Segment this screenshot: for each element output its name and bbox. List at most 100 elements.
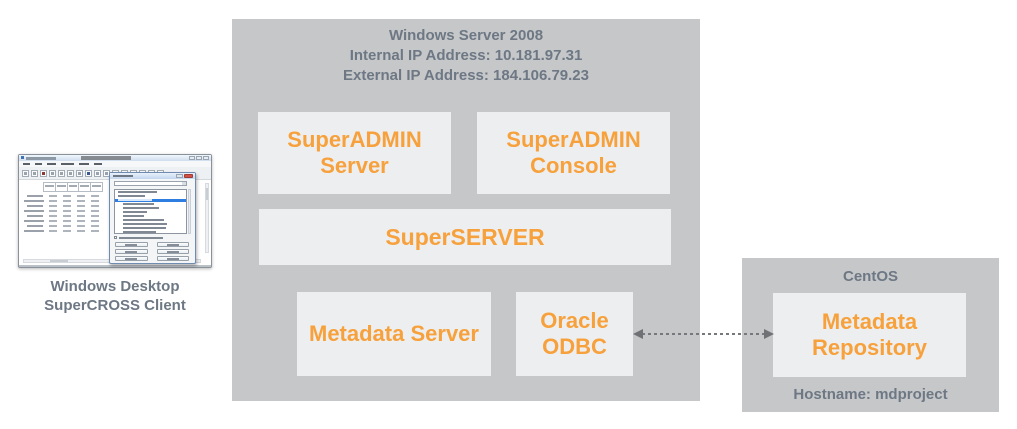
skeleton-item — [49, 220, 105, 222]
arrow-left-head-icon — [633, 329, 643, 339]
external-ip-label: External IP Address: 184.106.79.23 — [343, 67, 589, 84]
centos-container: CentOS Metadata Repository Hostname: mdp… — [742, 258, 999, 412]
skeleton-item — [115, 231, 186, 233]
skeleton-item — [115, 256, 148, 261]
metadata-server-box: Metadata Server — [297, 292, 491, 376]
skeleton-item — [49, 215, 105, 217]
dialog-list-scrollbar — [188, 189, 191, 234]
window-bottom-edge — [19, 265, 211, 267]
superserver-box: SuperSERVER — [259, 209, 671, 265]
metadata-repository-label: Metadata Repository — [812, 309, 927, 360]
vertical-scrollbar — [205, 183, 209, 253]
skeleton-item — [85, 169, 92, 177]
metadata-server-label: Metadata Server — [309, 321, 479, 346]
window-title-text — [26, 157, 56, 160]
skeleton-item — [22, 169, 29, 177]
skeleton-item — [40, 169, 47, 177]
dialog-dropdown — [114, 181, 187, 186]
skeleton-item — [49, 205, 105, 207]
arrow-right-head-icon — [764, 329, 774, 339]
skeleton-item — [94, 169, 101, 177]
superadmin-server-label: SuperADMIN Server — [287, 127, 422, 178]
skeleton-item — [27, 215, 43, 217]
scrollbar-thumb — [50, 260, 68, 262]
skeleton-item — [27, 195, 43, 197]
dialog-listbox — [114, 189, 187, 234]
centos-hostname: Hostname: mdproject — [793, 386, 948, 403]
client-caption-line1: Windows Desktop — [50, 278, 180, 295]
close-icon — [203, 156, 209, 160]
skeleton-item — [115, 215, 186, 218]
windows-server-header: Windows Server 2008 Internal IP Address:… — [232, 26, 700, 86]
skeleton-item — [115, 211, 186, 214]
skeleton-item — [115, 242, 148, 247]
skeleton-item — [115, 207, 186, 210]
skeleton-item — [23, 163, 30, 165]
skeleton-item — [115, 199, 186, 202]
dialog-checkbox-label — [119, 237, 163, 239]
oracle-odbc-box: Oracle ODBC — [516, 292, 633, 376]
skeleton-item — [55, 182, 68, 192]
dialog-minimize-icon — [176, 174, 183, 178]
skeleton-item — [79, 163, 89, 165]
internal-ip-label: Internal IP Address: 10.181.97.31 — [349, 47, 583, 64]
skeleton-item — [49, 195, 105, 197]
table-column-headers — [43, 182, 103, 192]
skeleton-item — [91, 182, 103, 192]
skeleton-item — [24, 220, 44, 222]
skeleton-item — [156, 242, 189, 247]
windows-server-title: Windows Server 2008 — [388, 27, 544, 44]
skeleton-item — [24, 210, 44, 212]
superadmin-console-box: SuperADMIN Console — [477, 112, 670, 194]
app-icon — [21, 156, 24, 159]
skeleton-item — [27, 205, 43, 207]
minimize-icon — [189, 156, 195, 160]
skeleton-item — [49, 225, 105, 227]
skeleton-item — [115, 227, 186, 230]
skeleton-item — [115, 195, 186, 198]
skeleton-item — [49, 230, 105, 232]
superadmin-console-label: SuperADMIN Console — [506, 127, 641, 178]
skeleton-item — [79, 182, 92, 192]
skeleton-item — [115, 249, 148, 254]
skeleton-item — [27, 225, 43, 227]
skeleton-item — [58, 169, 65, 177]
skeleton-item — [156, 256, 189, 261]
maximize-icon — [196, 156, 202, 160]
skeleton-item — [115, 203, 186, 206]
skeleton-item — [24, 200, 44, 202]
odbc-repository-connection — [642, 333, 765, 335]
window-control-icons — [189, 156, 209, 160]
dialog-close-icon — [184, 174, 193, 178]
dialog-buttons — [115, 242, 189, 261]
skeleton-item — [49, 200, 105, 202]
skeleton-item — [115, 223, 186, 226]
superserver-label: SuperSERVER — [385, 224, 545, 250]
oracle-odbc-label: Oracle ODBC — [540, 308, 609, 359]
client-caption: Windows Desktop SuperCROSS Client — [0, 277, 230, 315]
skeleton-item — [156, 249, 189, 254]
dialog-titlebar — [110, 173, 195, 179]
skeleton-item — [43, 182, 56, 192]
titlebar-overlay — [81, 156, 131, 160]
skeleton-item — [24, 230, 44, 232]
skeleton-item — [49, 169, 56, 177]
skeleton-item — [67, 182, 80, 192]
skeleton-item — [94, 163, 102, 165]
scrollbar-thumb — [206, 188, 208, 200]
skeleton-item — [61, 163, 74, 165]
windows-server-container: Windows Server 2008 Internal IP Address:… — [232, 19, 700, 401]
superadmin-server-box: SuperADMIN Server — [258, 112, 451, 194]
dialog-checkbox — [114, 236, 117, 239]
centos-title: CentOS — [842, 268, 898, 285]
skeleton-item — [67, 169, 74, 177]
fields-dialog — [109, 172, 196, 264]
skeleton-item — [115, 191, 186, 194]
skeleton-item — [115, 219, 186, 222]
skeleton-item — [31, 169, 38, 177]
client-caption-line2: SuperCROSS Client — [44, 297, 186, 314]
dialog-title-text — [113, 175, 133, 177]
table-data-rows — [49, 195, 105, 235]
supercross-client-screenshot — [18, 154, 212, 268]
